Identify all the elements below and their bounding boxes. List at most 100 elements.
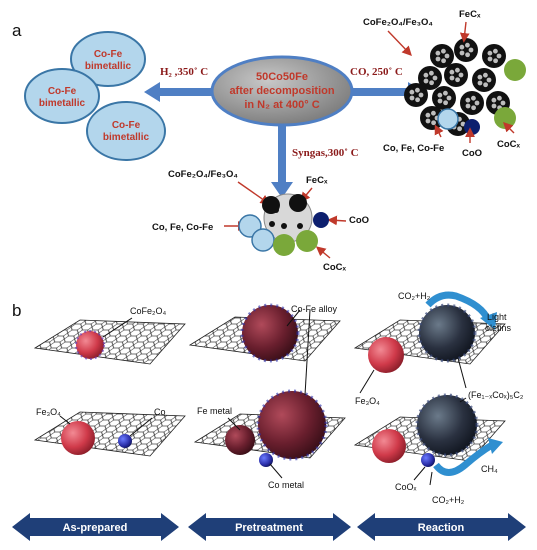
lead-cox — [413, 466, 426, 481]
lead-fe-metal — [227, 417, 241, 431]
sphere-cox — [421, 453, 435, 467]
sphere-carbide-bottom-dots — [415, 393, 479, 457]
fecx-spot — [497, 95, 502, 101]
fecx-spot — [491, 103, 497, 109]
fecx-spot — [455, 77, 460, 83]
bc-label-co-fe: Co, Fe, Co-Fe — [152, 222, 213, 233]
sphere-cofe2o4-spots — [75, 330, 105, 360]
fecx-spot — [457, 126, 462, 132]
bimetallic-left-l2: bimetallic — [39, 98, 86, 109]
fecx-spot — [465, 52, 470, 58]
rc-arrow-3 — [434, 124, 444, 138]
arrow-ch4-head — [488, 438, 503, 454]
core-spot — [281, 223, 287, 229]
right-particle-cluster — [404, 38, 526, 136]
fecx-spot — [496, 53, 502, 59]
cocx-particle — [504, 59, 526, 81]
sphere-alloy-top — [242, 305, 298, 361]
label-olefins-2: olefins — [485, 323, 512, 333]
rc-label-cocx: CoCₓ — [497, 139, 521, 150]
fecx-spot — [437, 92, 443, 98]
sphere-alloy-top-dots — [240, 303, 300, 363]
fecx-spot — [500, 100, 506, 106]
fecx-spot — [487, 50, 493, 56]
fecx-spot — [415, 87, 420, 93]
panel-a-label: a — [12, 21, 22, 40]
fecx-spot — [483, 72, 488, 78]
bc-label-cofe2o4: CoFe₂O₄/Fe₃O₄ — [168, 169, 238, 180]
fecx-spot — [468, 47, 474, 53]
fecx-spot — [435, 50, 441, 56]
label-olefins-1: Light — [487, 312, 507, 322]
lead-co2h2-bottom — [429, 471, 433, 486]
fecx-particle — [454, 38, 478, 62]
fecx-spot — [431, 110, 436, 116]
center-line2: after decomposition — [229, 85, 334, 97]
label-co2h2-bottom: CO₂+H₂ — [432, 495, 465, 505]
bimetallic-ellipse-bottom — [86, 101, 166, 161]
rc-label-cofe2o4: CoFe₂O₄/Fe₃O₄ — [363, 17, 433, 28]
fecx-spot — [460, 121, 466, 127]
sphere-fe3o4-react-top — [368, 337, 404, 373]
fecx-particle — [420, 106, 444, 130]
bimetallic-group: Co-Fe bimetallic Co-Fe bimetallic Co-Fe … — [24, 31, 166, 161]
label-cofe2o4: CoFe₂O₄ — [130, 306, 167, 316]
bimetallic-bottom-l1: Co-Fe — [112, 120, 141, 131]
rc-arrow-5 — [503, 122, 515, 134]
rc-label-coo: CoO — [462, 148, 482, 159]
condition-co: CO, 250˚ C — [350, 66, 403, 78]
bc-label-coo: CoO — [349, 215, 369, 226]
bottom-particle-cluster — [238, 193, 329, 256]
fecx-spot — [418, 92, 424, 98]
bc-arrow-4 — [327, 215, 347, 226]
lead-fe3o4-prep — [59, 415, 71, 425]
cocx-particle — [494, 107, 516, 129]
bimetallic-ellipse-top — [70, 31, 146, 87]
fecx-particle — [444, 63, 468, 87]
sphere-carbide-top — [419, 305, 475, 361]
co-fe-particle — [251, 228, 275, 252]
label-fe3o4-prep: Fe₃O₄ — [36, 407, 61, 417]
fecx-spot — [455, 67, 460, 73]
stage-arrow-pretreatment: Pretreatment — [188, 513, 351, 541]
bc-label-cocx: CoCₓ — [323, 262, 347, 273]
fecx-particle — [432, 86, 456, 110]
fecx-spot — [477, 74, 483, 80]
fecx-spot — [465, 103, 471, 109]
sphere-cofe2o4 — [76, 331, 104, 359]
center-line1: 50Co50Fe — [256, 71, 308, 83]
bc-arrow-1 — [237, 181, 271, 205]
fecx-spot — [429, 80, 434, 86]
stage-arrow-as-prepared: As-prepared — [12, 513, 179, 541]
rc-arrow-1 — [387, 30, 412, 57]
bimetallic-top-l2: bimetallic — [85, 61, 132, 72]
bc-label-fecx: FeCₓ — [306, 175, 328, 186]
label-co-prep: Co — [154, 407, 166, 417]
lead-fe3o4-react — [359, 369, 375, 394]
fecx-spot — [486, 77, 492, 83]
fecx-spot — [425, 112, 431, 118]
co-fe-particle — [437, 108, 459, 130]
fecx-spot — [483, 82, 488, 88]
fecx-spot — [441, 58, 446, 64]
fecx-spot — [443, 90, 448, 96]
panel-b-label: b — [12, 301, 21, 320]
label-fe-metal: Fe metal — [197, 406, 232, 416]
lead-carbide-1 — [457, 357, 467, 389]
fecx-spot — [423, 72, 429, 78]
fecx-spot — [491, 97, 497, 103]
sphere-co-prep — [118, 434, 132, 448]
fecx-particle — [430, 44, 454, 68]
fecx-spot — [444, 53, 450, 59]
fecx-spot — [474, 100, 480, 106]
fecx-spot — [441, 48, 446, 54]
bimetallic-top-l1: Co-Fe — [94, 49, 123, 60]
fecx-spot — [437, 98, 443, 104]
sphere-carbide-bottom — [417, 395, 477, 455]
condition-syngas: Syngas,300˚ C — [292, 147, 359, 159]
label-fe3o4-react: Fe₃O₄ — [355, 396, 380, 406]
bimetallic-left-l1: Co-Fe — [48, 86, 77, 97]
arrow-olefins — [425, 291, 492, 322]
lead-alloy-1 — [286, 309, 301, 327]
lead-alloy-2 — [304, 309, 311, 396]
